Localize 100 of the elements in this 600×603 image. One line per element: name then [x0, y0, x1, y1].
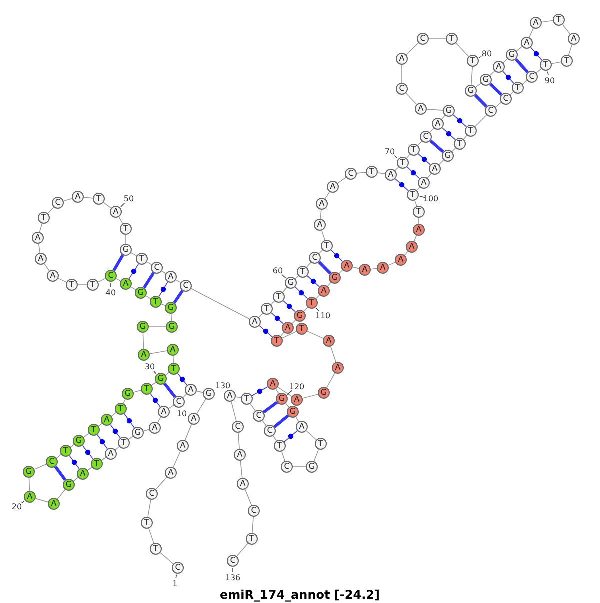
nucleotide-circle: T	[315, 438, 327, 450]
nucleotide-circle: T	[271, 335, 283, 347]
nucleotide-circle: C	[281, 461, 293, 473]
nucleotide-circle: G	[442, 150, 454, 162]
backbone-line	[295, 276, 299, 280]
base-pair-line	[294, 286, 308, 300]
nucleotide-circle: G	[306, 461, 318, 473]
backbone-line	[330, 346, 336, 363]
nucleotide-circle: C	[173, 396, 185, 408]
position-number: 90	[544, 76, 556, 86]
backbone-line	[83, 433, 90, 438]
base-pair-line	[318, 261, 332, 275]
backbone-line	[258, 313, 264, 318]
backbone-line	[57, 489, 66, 500]
backbone-line	[322, 230, 326, 241]
nucleotide-circle: G	[294, 310, 306, 322]
backbone-line	[337, 177, 347, 184]
base-pair-line	[124, 414, 135, 428]
nucleotide-circle: T	[118, 437, 130, 449]
nucleotide-circle: G	[122, 388, 134, 400]
backbone-line	[292, 466, 306, 468]
backbone-line	[142, 332, 144, 350]
base-pair-line	[110, 424, 121, 439]
nucleotide-circle: G	[137, 321, 149, 333]
nucleotide-circle: C	[232, 421, 244, 433]
nucleotide-circle: A	[530, 17, 542, 29]
nucleotide-circle: A	[429, 163, 441, 175]
backbone-line	[184, 424, 192, 441]
backbone-line	[510, 92, 514, 96]
base-pair-line	[177, 373, 188, 386]
backbone-line	[430, 128, 434, 133]
nucleotide-circle: G	[63, 479, 75, 491]
backbone-line	[48, 206, 54, 214]
nucleotide-circle: C	[180, 280, 192, 292]
backbone-line	[307, 331, 324, 339]
base-pair-line	[150, 393, 161, 408]
nucleotide-circle: A	[521, 37, 533, 49]
nucleotide-circle: A	[120, 278, 132, 290]
nucleotide-circle: T	[297, 266, 309, 278]
nucleotide-circle: G	[120, 244, 132, 256]
nucleotide-circle: A	[396, 53, 408, 65]
nucleotide-circle: G	[465, 85, 477, 97]
backbone-line	[378, 172, 386, 174]
nucleotide-circle: A	[158, 406, 170, 418]
backbone-line	[262, 420, 267, 427]
nucleotide-circle: G	[506, 49, 518, 61]
nucleotide-circle: A	[314, 219, 326, 231]
backbone-line	[316, 294, 320, 300]
base-pair-line	[97, 434, 108, 450]
backbone-line	[418, 218, 420, 224]
position-number: 30	[144, 362, 156, 372]
position-number: 80	[482, 50, 492, 58]
nucleotide-circle: T	[540, 59, 552, 71]
nucleotide-circle: C	[227, 555, 239, 567]
nucleotide-circle: G	[135, 287, 147, 299]
backbone-line	[133, 390, 142, 393]
nucleotide-circle: A	[24, 491, 36, 503]
nucleotide-circle: G	[480, 74, 492, 86]
base-pair-line	[252, 386, 268, 396]
backbone-line	[244, 489, 252, 506]
nucleotide-circle: G	[276, 393, 288, 405]
position-number: 10	[176, 410, 188, 418]
position-number: 40	[106, 288, 116, 298]
nucleotide-circle: C	[500, 93, 512, 105]
backbone-line	[116, 278, 122, 282]
nucleotide-circle: A	[415, 103, 427, 115]
backbone-line	[370, 268, 378, 270]
backbone-line	[115, 446, 120, 451]
nucleotide-circle: C	[309, 252, 321, 264]
nucleotide-circle: T	[273, 291, 285, 303]
nucleotide-circle: T	[141, 383, 153, 395]
backbone-line	[58, 278, 67, 283]
nucleotide-circle: C	[396, 83, 408, 95]
backbone-line	[536, 68, 542, 74]
nucleotide-circle: T	[465, 125, 477, 137]
backbone-line	[394, 166, 400, 172]
backbone-line	[38, 244, 41, 254]
nucleotide-circle: G	[329, 272, 341, 284]
base-pair-line	[453, 114, 467, 128]
diagram-title: emiR_174_annot [-24.2]	[219, 588, 381, 602]
backbone-line	[304, 307, 308, 312]
backbone-line	[416, 187, 420, 191]
position-number: 20	[12, 502, 22, 512]
nucleotide-circle: C	[248, 505, 260, 517]
nucleotide-circle: A	[77, 468, 89, 480]
base-pair-line	[330, 250, 344, 262]
backbone-line	[236, 543, 248, 557]
backbone-line	[143, 429, 150, 432]
backbone-line	[98, 278, 106, 283]
nucleotide-circle: A	[341, 260, 353, 272]
nucleotide-circle: C	[417, 33, 429, 45]
nucleotide-circle: T	[91, 458, 103, 470]
backbone-line	[529, 28, 534, 38]
nucleotide-circle: A	[249, 316, 261, 328]
nucleotide-circle: A	[316, 198, 328, 210]
backbone-line	[326, 372, 336, 388]
nucleotide-circle: A	[413, 224, 425, 236]
base-pair-line	[262, 401, 278, 414]
nucleotide-circle: T	[168, 363, 180, 375]
backbone-line	[314, 449, 320, 462]
